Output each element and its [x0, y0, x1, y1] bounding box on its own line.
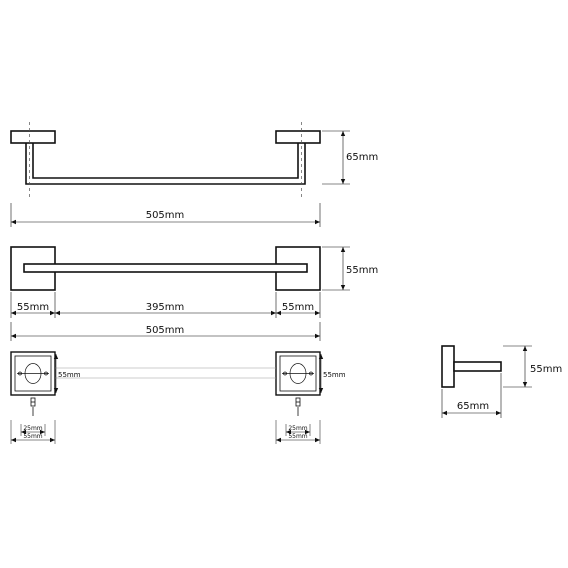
- mount-right-plate-height-label: 55mm: [323, 371, 346, 379]
- mount-right-inner: [279, 355, 317, 392]
- mount-left-plate-label: 55mm: [23, 433, 42, 440]
- mount-plate-height-dimensions: [53, 354, 324, 393]
- side-arm: [453, 361, 502, 372]
- mount-right-plate-label: 55mm: [288, 433, 307, 440]
- side-depth-label: 65mm: [457, 401, 489, 412]
- front-total-label: 505mm: [146, 325, 185, 336]
- front-span-label: 395mm: [146, 302, 185, 313]
- side-height-dimension: [503, 345, 532, 388]
- front-partial-dimensions: [10, 292, 321, 318]
- top-view-centerlines: [29, 122, 302, 200]
- mount-small-dimensions: [10, 420, 321, 444]
- mount-left-hole: [17, 363, 49, 384]
- side-height-label: 55mm: [530, 364, 562, 375]
- mount-left-inner: [14, 355, 52, 392]
- mount-left-hole-label: 25mm: [23, 425, 42, 432]
- top-bar-outline: [25, 143, 306, 185]
- top-left-base: [10, 130, 56, 144]
- front-height-dimension: [322, 246, 350, 291]
- side-view: [441, 345, 502, 388]
- side-depth-dimension: [441, 373, 502, 418]
- mount-rail-ghost: [55, 367, 276, 379]
- front-total-dimension: [10, 322, 321, 341]
- side-base: [441, 345, 455, 388]
- mount-right-hole-label: 25mm: [288, 425, 307, 432]
- top-width-label: 505mm: [146, 210, 185, 221]
- top-right-base: [275, 130, 321, 144]
- top-view-height-dimension: [322, 130, 350, 185]
- mount-left-plate-height-label: 55mm: [58, 371, 81, 379]
- screw-symbols: [30, 397, 301, 416]
- front-left-base-label: 55mm: [17, 302, 49, 313]
- top-view: [10, 130, 321, 185]
- top-height-label: 65mm: [346, 152, 378, 163]
- top-view-width-dimension: [10, 203, 321, 227]
- mount-right-hole: [282, 363, 314, 384]
- front-right-base-label: 55mm: [282, 302, 314, 313]
- front-bar: [23, 263, 308, 273]
- front-height-label: 55mm: [346, 265, 378, 276]
- front-view: [10, 246, 321, 291]
